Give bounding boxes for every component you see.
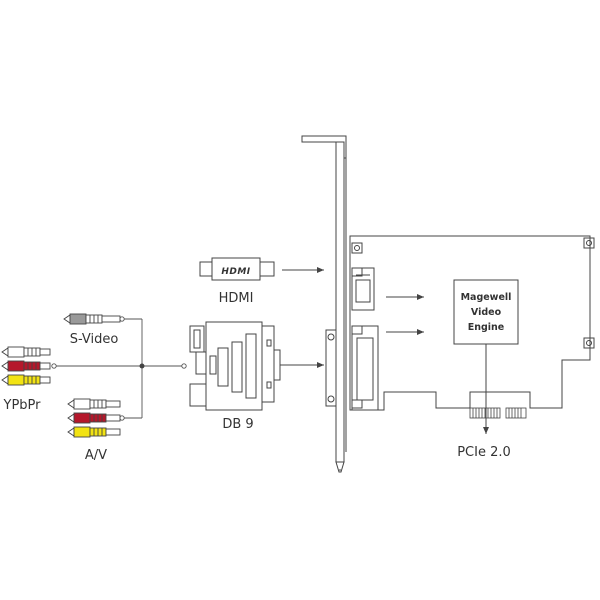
ypbpr-plug-white (1, 346, 51, 358)
db9-connector (189, 321, 281, 411)
hdmi-port (351, 267, 375, 311)
wire-end-ypbpr (51, 363, 57, 369)
ypbpr-plug-red (1, 360, 51, 372)
av-plug-yellow (67, 426, 121, 438)
ypbpr-plug-yellow (1, 374, 51, 386)
pcie-fingers-right (505, 407, 527, 419)
pcie-fingers-left (469, 407, 501, 419)
db9-label: DB 9 (222, 417, 253, 432)
engine-label-line3: Engine (468, 322, 505, 333)
hdmi-logo: HDMI (221, 267, 250, 277)
wire-end-db9 (181, 363, 187, 369)
engine-label-line2: Video (471, 307, 502, 318)
video-engine-box (453, 279, 519, 345)
mount-hole (583, 237, 595, 249)
ypbpr-label: YPbPr (3, 398, 42, 413)
signal-arrows (280, 267, 489, 434)
svideo-plug (63, 313, 121, 325)
hdmi-plug (199, 257, 275, 281)
wire-end-svideo (119, 316, 125, 322)
svideo-label: S-Video (70, 332, 119, 347)
engine-label-line1: Magewell (461, 292, 512, 303)
mount-hole (583, 337, 595, 349)
mount-hole (351, 242, 363, 254)
junction-dot (139, 363, 145, 369)
hdmi-label: HDMI (219, 291, 254, 306)
pci-bracket (335, 141, 345, 463)
capture-card (301, 135, 595, 473)
av-label: A/V (85, 448, 107, 463)
wire-end-av (119, 415, 125, 421)
av-plug-red (67, 412, 121, 424)
av-plug-white (67, 398, 121, 410)
db9-port (351, 325, 379, 411)
pcie-label: PCIe 2.0 (457, 445, 511, 460)
